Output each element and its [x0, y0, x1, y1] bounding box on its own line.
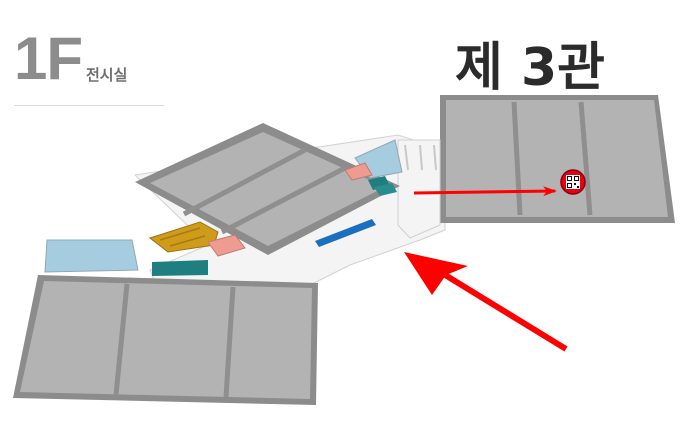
- floor-label: 전시실: [86, 66, 128, 84]
- entrance-arrow: [404, 252, 568, 352]
- top-center-hall-room: [135, 123, 400, 255]
- teal-room-left: [152, 260, 208, 276]
- bottom-left-hall-room: [13, 275, 318, 405]
- light-blue-room-left: [44, 239, 139, 273]
- hall-3-room: [440, 95, 675, 223]
- qr-code-marker[interactable]: [560, 169, 586, 195]
- route-arrow-to-qr: [413, 186, 557, 197]
- hall-3-entrance: [397, 139, 441, 239]
- pink-room-left: [207, 234, 246, 257]
- pink-room-top: [344, 162, 373, 181]
- orange-room: [148, 221, 219, 253]
- header-divider: [14, 105, 164, 106]
- hall-title: 제 3관: [455, 38, 605, 98]
- teal-room-top-2: [374, 183, 397, 196]
- blue-bar: [315, 219, 376, 247]
- floor-number: 1F: [14, 25, 83, 92]
- qr-code-icon: [567, 176, 579, 188]
- floor-header: 1F 전시실: [14, 28, 164, 108]
